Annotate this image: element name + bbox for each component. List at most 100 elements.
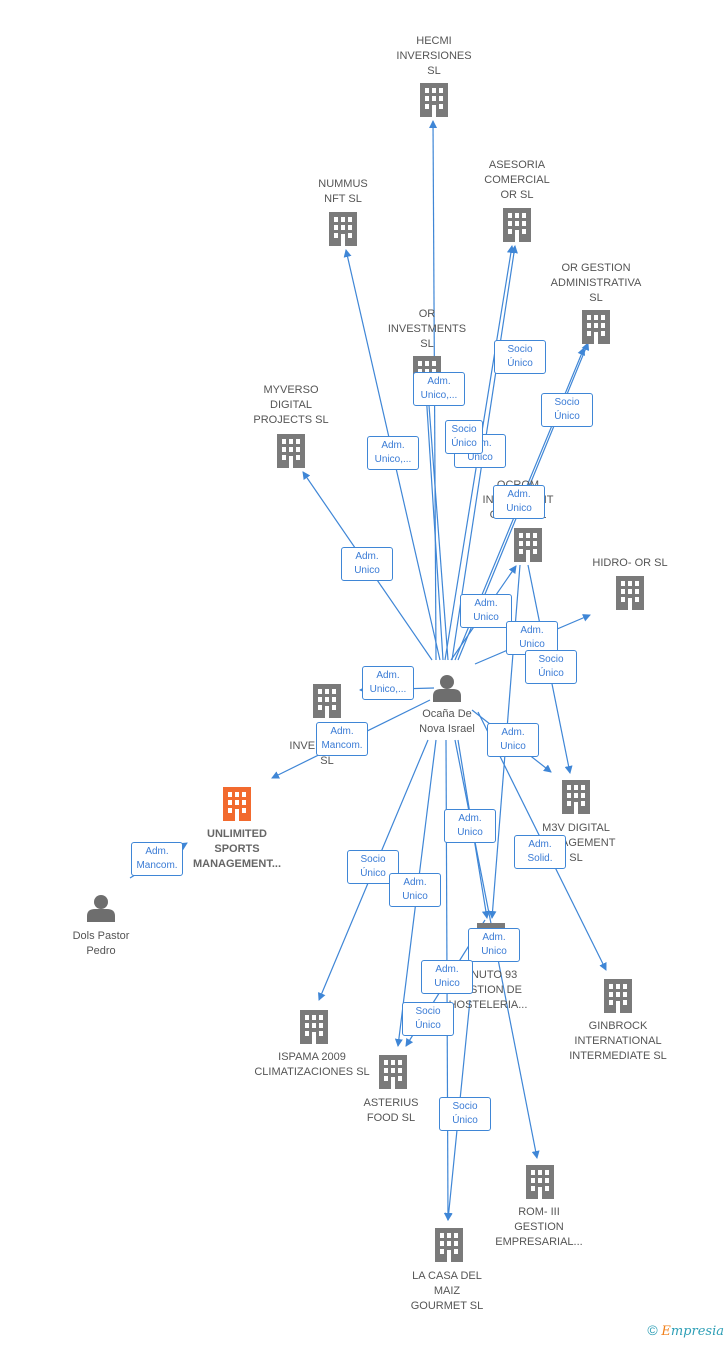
node-label-line: SL: [589, 292, 603, 304]
node-label-nummus[interactable]: NUMMUS NFT SL: [273, 177, 413, 207]
brand-initial: E: [661, 1324, 671, 1339]
node-label-line: ADMINISTRATIVA: [550, 277, 642, 289]
relation-badge-text: Solid.: [527, 853, 553, 864]
node-label-line: EMPRESARIAL...: [495, 1236, 583, 1248]
relation-badge[interactable]: Adm.Unico,...: [413, 372, 465, 406]
relation-badge[interactable]: Adm.Solid.: [514, 835, 566, 869]
node-label-line: ROM- III: [518, 1206, 560, 1218]
relation-badge-text: Único: [538, 668, 564, 679]
relation-badge-text: Adm.: [355, 551, 379, 562]
relation-badge-text: Único: [360, 868, 386, 879]
node-label-line: GINBROCK: [588, 1020, 648, 1032]
relation-badge[interactable]: Adm.Unico,...: [362, 666, 414, 700]
building-icon[interactable]: [277, 434, 305, 468]
node-label-line: NUMMUS: [318, 178, 368, 190]
relation-badge[interactable]: Adm. Unico: [444, 809, 496, 843]
building-icon[interactable]: [604, 979, 632, 1013]
building-icon[interactable]: [313, 684, 341, 718]
building-icon[interactable]: [562, 780, 590, 814]
node-label-line: NFT SL: [324, 193, 362, 205]
relation-badge[interactable]: Adm.Mancom.: [316, 722, 368, 756]
building-icon[interactable]: [300, 1010, 328, 1044]
node-label-line: CLIMATIZACIONES SL: [254, 1066, 370, 1078]
relation-badge[interactable]: Adm.Unico,...: [367, 436, 419, 470]
relation-badge[interactable]: Adm. Mancom.: [131, 842, 183, 876]
relation-badge-text: Adm.: [501, 727, 525, 738]
relation-badge-text: Mancom.: [136, 860, 178, 871]
relation-badge-text: Socio: [415, 1006, 441, 1017]
relation-badge-text: Adm.: [145, 846, 169, 857]
relation-badge-text: Socio: [360, 854, 386, 865]
relation-badge-text: Unico: [457, 827, 483, 838]
building-icon[interactable]: [582, 310, 610, 344]
relation-badge-text: Unico: [467, 452, 493, 463]
node-label-line: MINUTO 93: [458, 969, 518, 981]
relation-badge[interactable]: Adm. Unico: [468, 928, 520, 962]
node-label-ginbrock[interactable]: GINBROCK INTERNATIONAL INTERMEDIATE SL: [548, 1019, 688, 1064]
relation-badge-text: Unico: [519, 639, 545, 650]
building-icon[interactable]: [329, 212, 357, 246]
edge-ocana-orinv: [422, 391, 444, 661]
relation-badge-text: Mancom.: [321, 740, 363, 751]
node-label-line: SPORTS: [214, 843, 260, 855]
node-label-line: DIGITAL: [270, 399, 312, 411]
relation-badge-text: Adm.: [482, 932, 506, 943]
node-label-line: HOSTELERIA...: [448, 999, 528, 1011]
node-label-line: MAIZ: [433, 1285, 461, 1297]
relation-badge[interactable]: Adm.Unico: [506, 621, 558, 655]
building-icon[interactable]: [514, 528, 542, 562]
node-label-line: HECMI: [416, 35, 452, 47]
relation-badge[interactable]: Adm.Unico: [493, 485, 545, 519]
building-icon[interactable]: [503, 208, 531, 242]
relation-badge-text: Adm.: [376, 670, 400, 681]
relation-badge[interactable]: Adm. Unico: [487, 723, 539, 757]
relation-badge[interactable]: Adm.Unico: [421, 960, 473, 994]
node-label-line: GOURMET SL: [410, 1300, 484, 1312]
relation-badge-text: Unico: [481, 946, 507, 957]
node-label-line: Pedro: [86, 945, 116, 957]
node-label-hidro[interactable]: HIDRO- OR SL: [560, 556, 700, 571]
relation-badge[interactable]: Adm.Unico: [341, 547, 393, 581]
person-icon[interactable]: [433, 675, 461, 702]
relation-badge-text: Unico: [473, 612, 499, 623]
relation-badge-text: Unico: [500, 741, 526, 752]
relation-badge[interactable]: Adm. Unico: [460, 594, 512, 628]
relation-badge-text: Único: [554, 411, 580, 422]
relation-badge-text: Único: [452, 1115, 478, 1126]
building-icon[interactable]: [616, 576, 644, 610]
building-icon[interactable]: [379, 1055, 407, 1089]
relation-badge-text: Adm.: [458, 813, 482, 824]
node-label-line: Dols Pastor: [72, 930, 130, 942]
relation-badge-text: Socio: [507, 344, 533, 355]
building-icon[interactable]: [420, 83, 448, 117]
relation-badge-text: Adm.: [474, 598, 498, 609]
person-icon[interactable]: [87, 895, 115, 922]
building-icon[interactable]: [435, 1228, 463, 1262]
node-label-line: INTERMEDIATE SL: [569, 1050, 667, 1062]
node-label-line: SL: [420, 338, 434, 350]
node-label-line: INTERNATIONAL: [574, 1035, 662, 1047]
relation-badge-text: Unico,...: [420, 390, 458, 401]
relation-badge-text: Unico,...: [374, 454, 412, 465]
relation-badge[interactable]: Adm.Unico: [389, 873, 441, 907]
building-icon[interactable]: [223, 787, 251, 821]
building-icon[interactable]: [526, 1165, 554, 1199]
